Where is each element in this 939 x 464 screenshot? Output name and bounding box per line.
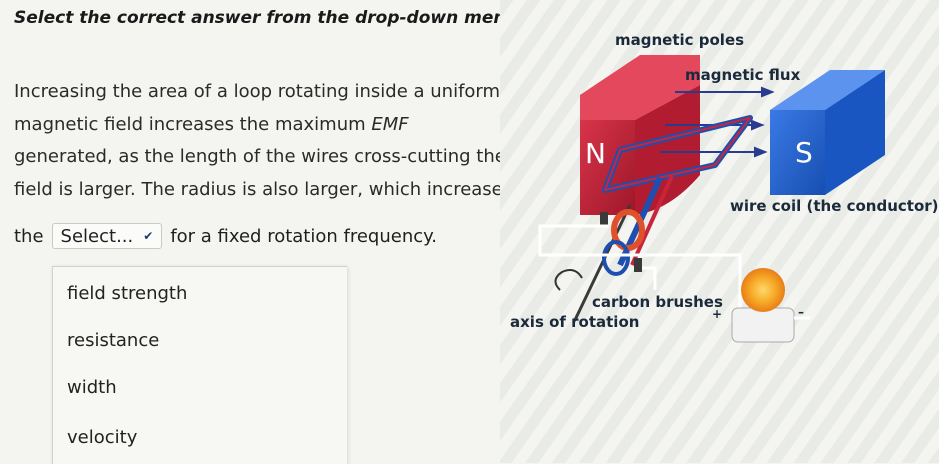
- north-pole-label: N: [585, 137, 606, 170]
- plus-terminal-label: +: [712, 307, 722, 321]
- axis-of-rotation-label: axis of rotation: [510, 313, 639, 331]
- carbon-brush-2: [634, 258, 642, 272]
- south-pole-label: S: [795, 136, 813, 169]
- magnetic-poles-label: magnetic poles: [615, 31, 744, 49]
- minus-terminal-label: –: [798, 305, 804, 319]
- question-line-1: Increasing the area of a loop rotating i…: [14, 81, 501, 102]
- chevron-down-icon: ✔: [143, 229, 154, 243]
- bulb-holder: [731, 307, 795, 343]
- slip-ring: [611, 209, 645, 251]
- slip-ring-2: [602, 240, 630, 276]
- light-bulb-icon: [741, 268, 785, 312]
- answer-sentence: the Select... ✔ for a fixed rotation fre…: [14, 223, 437, 249]
- question-line-3: generated, as the length of the wires cr…: [14, 146, 506, 167]
- question-line-2: magnetic field increases the maximum EMF: [14, 113, 409, 135]
- carbon-brush-1: [600, 212, 608, 226]
- carbon-brushes-label: carbon brushes: [592, 293, 723, 311]
- north-magnet: [580, 55, 700, 215]
- sentence-prefix: the: [14, 225, 44, 247]
- dropdown-option-velocity[interactable]: velocity: [67, 427, 138, 448]
- dropdown-menu: field strength resistance width velocity: [52, 266, 347, 464]
- magnetic-flux-label: magnetic flux: [685, 66, 801, 84]
- dropdown-option-width[interactable]: width: [67, 377, 117, 398]
- dropdown-selected-value: Select...: [60, 225, 134, 247]
- question-line-4: field is larger. The radius is also larg…: [14, 178, 513, 200]
- answer-dropdown[interactable]: Select... ✔: [51, 223, 163, 249]
- instruction-text: Select the correct answer from the drop-…: [14, 8, 525, 28]
- emf-term: EMF: [371, 113, 409, 135]
- dropdown-option-field-strength[interactable]: field strength: [67, 283, 188, 304]
- question-text: Increasing the area of a loop rotating i…: [14, 76, 514, 206]
- sentence-suffix: for a fixed rotation frequency.: [170, 225, 437, 247]
- rotation-arrow-icon: [554, 269, 583, 291]
- circuit-wire-2: [642, 266, 657, 290]
- wire-coil-label: wire coil (the conductor): [730, 197, 939, 215]
- south-magnet: [770, 70, 885, 195]
- dropdown-option-resistance[interactable]: resistance: [67, 330, 160, 351]
- magnetic-flux-arrows: [660, 86, 775, 158]
- generator-diagram: N S magnetic poles magnetic flux wire co…: [500, 0, 939, 463]
